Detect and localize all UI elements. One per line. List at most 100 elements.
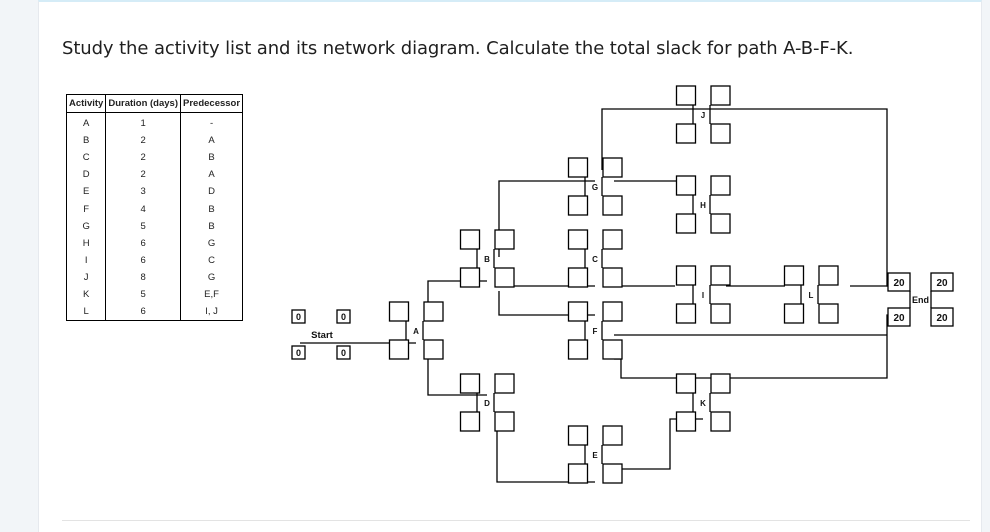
node-b-es-box bbox=[459, 229, 481, 250]
node-j-ef-box bbox=[710, 85, 731, 106]
cell-predecessor: I, J bbox=[180, 303, 244, 322]
edge-b-f bbox=[498, 291, 595, 316]
question-text: Study the activity list and its network … bbox=[62, 38, 854, 59]
node-g-lf-box bbox=[602, 195, 623, 216]
end-lf: 20 bbox=[936, 313, 948, 324]
node-g-ls-box bbox=[567, 195, 589, 216]
end-es-box bbox=[887, 272, 911, 292]
node-l-es-box bbox=[783, 265, 805, 286]
node-l-ef-box bbox=[818, 265, 839, 286]
cell-activity: I bbox=[65, 251, 107, 269]
node-e-ef-box bbox=[602, 425, 623, 446]
node-j-es-box bbox=[675, 85, 697, 106]
cell-predecessor: A bbox=[180, 166, 244, 184]
cell-activity: L bbox=[65, 303, 107, 322]
node-b-label: B bbox=[484, 255, 490, 264]
node-f-ls-box bbox=[567, 339, 589, 360]
node-a-es-box bbox=[388, 301, 410, 322]
header-predecessor: Predecessor bbox=[180, 94, 244, 113]
cell-activity: A bbox=[65, 112, 107, 133]
node-k-lf-box bbox=[710, 411, 731, 432]
cell-predecessor: G bbox=[180, 234, 244, 252]
start-ef-box bbox=[336, 309, 351, 324]
edge-f-k-join bbox=[614, 314, 910, 379]
node-k-label: K bbox=[700, 399, 706, 408]
node-i-label: I bbox=[702, 291, 704, 300]
node-g-label: G bbox=[592, 183, 598, 192]
node-e-label: E bbox=[592, 451, 598, 460]
node-l-lf-box bbox=[818, 303, 839, 324]
divider bbox=[62, 520, 970, 521]
end-label: End bbox=[912, 295, 929, 305]
node-i-es-box bbox=[675, 265, 697, 286]
cell-activity: J bbox=[65, 268, 107, 286]
node-i-lf-box bbox=[710, 303, 731, 324]
start-es-box bbox=[291, 309, 306, 324]
node-a-ls-box bbox=[388, 339, 410, 360]
node-b-ef-box bbox=[494, 229, 515, 250]
cell-predecessor: C bbox=[180, 251, 244, 269]
node-f-lf-box bbox=[602, 339, 623, 360]
node-a-lf-box bbox=[423, 339, 444, 360]
start-label: Start bbox=[311, 330, 333, 341]
end-lf-box bbox=[930, 307, 954, 327]
cell-activity: B bbox=[65, 132, 107, 150]
node-k-ef-box bbox=[710, 373, 731, 394]
node-h-ls-box bbox=[675, 213, 697, 234]
start-ef: 0 bbox=[341, 312, 346, 322]
node-h-label: H bbox=[700, 201, 706, 210]
node-l-label: L bbox=[809, 291, 814, 300]
node-l-ls-box bbox=[783, 303, 805, 324]
node-f-ef-box bbox=[602, 301, 623, 322]
edge-g-j bbox=[601, 108, 703, 170]
cell-activity: H bbox=[65, 234, 107, 252]
node-h-lf-box bbox=[710, 213, 731, 234]
node-c-es-box bbox=[567, 229, 589, 250]
node-d-label: D bbox=[484, 399, 490, 408]
header-activity: Activity bbox=[65, 94, 107, 113]
node-i-ls-box bbox=[675, 303, 697, 324]
node-h-ef-box bbox=[710, 175, 731, 196]
node-j-lf-box bbox=[710, 123, 731, 144]
node-c-label: C bbox=[592, 255, 598, 264]
node-a-label: A bbox=[413, 327, 419, 336]
node-b-ls-box bbox=[459, 267, 481, 288]
node-i-ef-box bbox=[710, 265, 731, 286]
node-e-es-box bbox=[567, 425, 589, 446]
node-c-ef-box bbox=[602, 229, 623, 250]
node-g-ef-box bbox=[602, 157, 623, 178]
cell-activity: E bbox=[65, 183, 107, 201]
edge-j-end bbox=[703, 108, 910, 287]
edge-d-e bbox=[496, 419, 595, 483]
cell-activity: K bbox=[65, 285, 107, 304]
start-lf-box bbox=[336, 345, 351, 360]
end-ef-box bbox=[930, 272, 954, 292]
cell-predecessor: B bbox=[180, 149, 244, 167]
node-g-es-box bbox=[567, 157, 589, 178]
node-d-ls-box bbox=[459, 411, 481, 432]
node-j-label: J bbox=[701, 111, 705, 120]
node-h-es-box bbox=[675, 175, 697, 196]
node-d-lf-box bbox=[494, 411, 515, 432]
end-ls: 20 bbox=[893, 313, 905, 324]
cell-activity: G bbox=[65, 217, 107, 235]
node-b-lf-box bbox=[494, 267, 515, 288]
node-a-ef-box bbox=[423, 301, 444, 322]
start-es: 0 bbox=[296, 312, 301, 322]
header-duration: Duration (days) bbox=[105, 94, 182, 113]
start-lf: 0 bbox=[341, 348, 346, 358]
node-j-ls-box bbox=[675, 123, 697, 144]
cell-predecessor: D bbox=[180, 183, 244, 201]
